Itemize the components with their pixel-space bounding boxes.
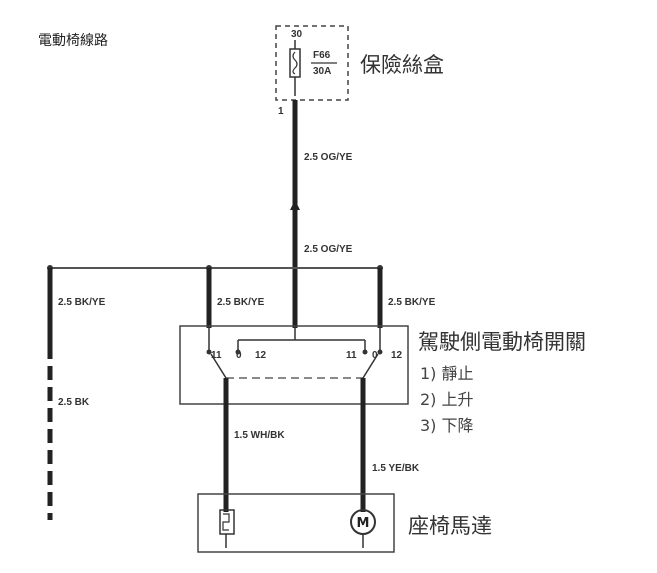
switch-position-3: 3) 下降 <box>420 416 474 435</box>
motor-label: 座椅馬達 <box>408 514 492 538</box>
fuse-id: F66 <box>313 50 331 61</box>
wire-label-ye-bk: 1.5 YE/BK <box>372 463 420 474</box>
fuse-rating: 30A <box>313 66 332 77</box>
switch-position-2: 2) 上升 <box>420 390 474 409</box>
fuse-pin-bottom: 1 <box>278 106 284 117</box>
wire-label-og-ye-upper: 2.5 OG/YE <box>304 152 353 163</box>
switch-right-pin-0: 0 <box>372 350 378 361</box>
motor-symbol: M <box>357 516 370 531</box>
fuse-pin-top: 30 <box>291 29 303 40</box>
breaker-icon <box>219 509 235 535</box>
switch-box <box>179 325 409 405</box>
motor-box <box>197 493 395 553</box>
wire-label-og-ye-lower: 2.5 OG/YE <box>304 244 353 255</box>
fuse-icon <box>289 48 301 78</box>
switch-left-pin-0: 0 <box>236 350 242 361</box>
switch-right-pin-11: 11 <box>346 350 357 361</box>
fuse-box-label: 保險絲盒 <box>360 53 444 77</box>
switch-left-pin-12: 12 <box>255 350 267 361</box>
wire-label-bk: 2.5 BK <box>58 397 90 408</box>
fuse-box-outline <box>275 25 349 101</box>
wire-label-bk-ye-mid: 2.5 BK/YE <box>217 297 265 308</box>
switch-label: 駕駛側電動椅開關 <box>418 330 586 354</box>
diagram-title: 電動椅線路 <box>38 33 108 49</box>
wire-label-bk-ye-right: 2.5 BK/YE <box>388 297 436 308</box>
switch-position-1: 1) 靜止 <box>420 364 474 383</box>
switch-right-pin-12: 12 <box>391 350 403 361</box>
wire-label-wh-bk: 1.5 WH/BK <box>234 430 285 441</box>
switch-left-pin-11: 11 <box>211 350 222 361</box>
wire-label-bk-ye-left: 2.5 BK/YE <box>58 297 106 308</box>
